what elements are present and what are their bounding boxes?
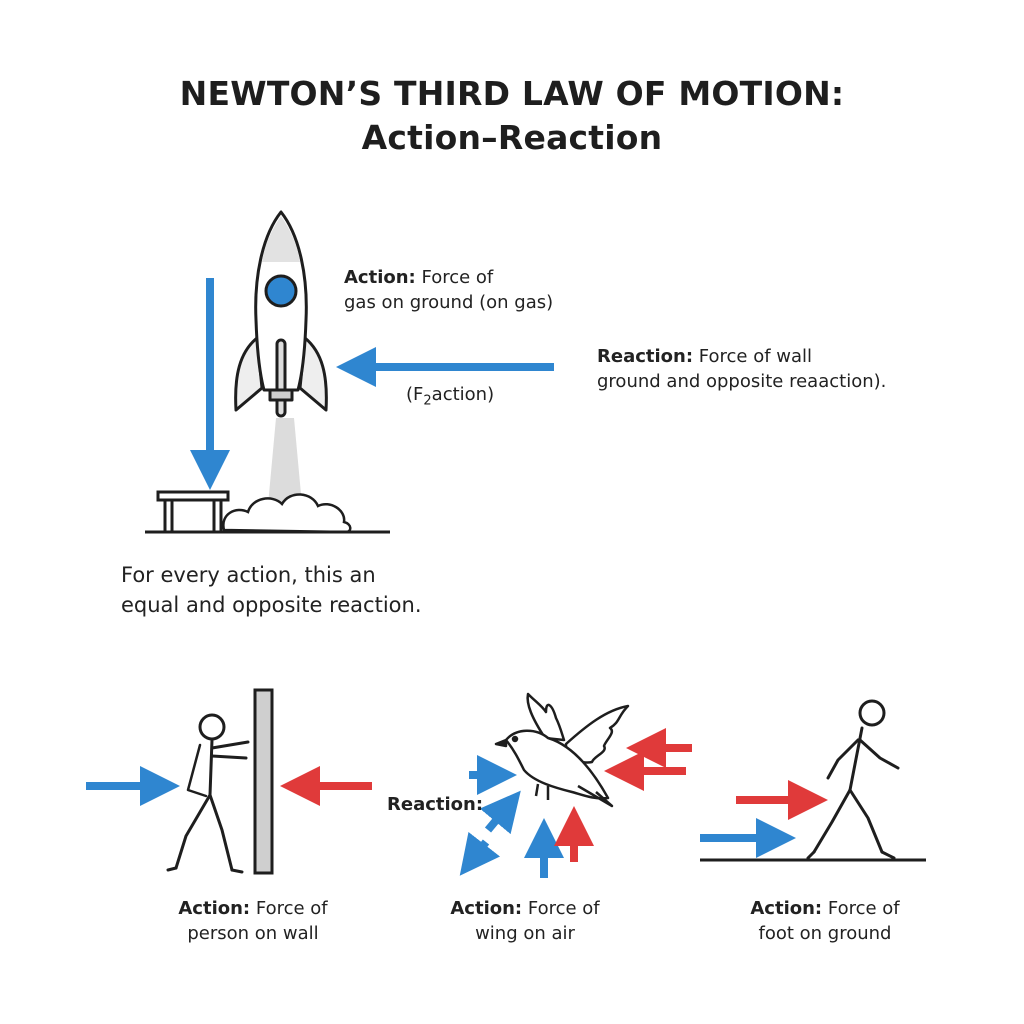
- example-caption-wing: Action: Force of wing on air: [425, 896, 625, 946]
- rocket-action-bold: Action:: [344, 267, 416, 288]
- principle-line-2: equal and opposite reaction.: [121, 593, 422, 617]
- bird-reaction-text: Reaction:: [387, 794, 484, 815]
- rocket-left-fin: [234, 336, 264, 412]
- rocket-nose-shade: [262, 216, 300, 262]
- caption-foot-text-2: foot on ground: [758, 923, 892, 944]
- rocket-scene: [145, 210, 554, 534]
- page-title: NEWTON’S THIRD LAW OF MOTION: Action–Rea…: [0, 72, 1024, 160]
- title-line-1: NEWTON’S THIRD LAW OF MOTION:: [179, 74, 845, 113]
- bird-icon: [494, 692, 630, 808]
- rocket-window-icon: [264, 274, 298, 308]
- bird-reaction-label: Reaction:: [387, 792, 483, 817]
- rocket-reaction-text-1: Force of wall: [698, 346, 813, 367]
- person-wall-scene: [86, 688, 372, 875]
- rocket-action-text-2: gas on ground (on gas): [344, 292, 554, 313]
- caption-wall-bold: Action:: [178, 898, 251, 919]
- person-figure: [166, 713, 250, 874]
- rocket-nozzle: [268, 388, 294, 402]
- caption-foot-bold: Action:: [750, 898, 823, 919]
- launch-stand: [156, 490, 230, 532]
- example-caption-foot: Action: Force of foot on ground: [725, 896, 925, 946]
- rocket-center-fin: [275, 338, 287, 418]
- bird-blue-arrow-diagonal-2: [459, 831, 501, 876]
- rocket-reaction-label: Reaction: Force of wall ground and oppos…: [597, 344, 886, 394]
- caption-wall-text-1: Force of: [255, 898, 328, 919]
- caption-wall-text-2: person on wall: [187, 923, 319, 944]
- smoke-cloud: [222, 493, 352, 534]
- caption-foot-text-1: Force of: [827, 898, 900, 919]
- rocket-reaction-text-2: ground and opposite reaaction).: [597, 371, 887, 392]
- rocket-right-fin: [298, 336, 328, 412]
- arrow-note-suffix: action): [431, 384, 495, 405]
- title-line-2: Action–Reaction: [361, 118, 663, 157]
- walker-scene: [700, 699, 926, 862]
- bird-scene: [459, 692, 692, 878]
- bird-blue-arrow-diagonal: [479, 790, 521, 835]
- principle-statement: For every action, this an equal and oppo…: [121, 560, 422, 620]
- caption-wing-text-1: Force of: [527, 898, 600, 919]
- rocket-action-text-1: Force of: [421, 267, 494, 288]
- arrow-note-prefix: (F: [406, 384, 424, 405]
- rocket: [234, 210, 328, 418]
- exhaust-plume: [268, 418, 302, 505]
- example-caption-wall: Action: Force of person on wall: [153, 896, 353, 946]
- principle-line-1: For every action, this an: [121, 563, 376, 587]
- rocket-arrow-note: (F2action): [406, 382, 494, 414]
- arrow-note-subscript: 2: [423, 393, 432, 409]
- rocket-action-label: Action: Force of gas on ground (on gas): [344, 265, 553, 315]
- rocket-reaction-bold: Reaction:: [597, 346, 694, 367]
- caption-wing-bold: Action:: [450, 898, 523, 919]
- wall: [253, 688, 274, 875]
- caption-wing-text-2: wing on air: [475, 923, 575, 944]
- walker-figure: [806, 699, 900, 860]
